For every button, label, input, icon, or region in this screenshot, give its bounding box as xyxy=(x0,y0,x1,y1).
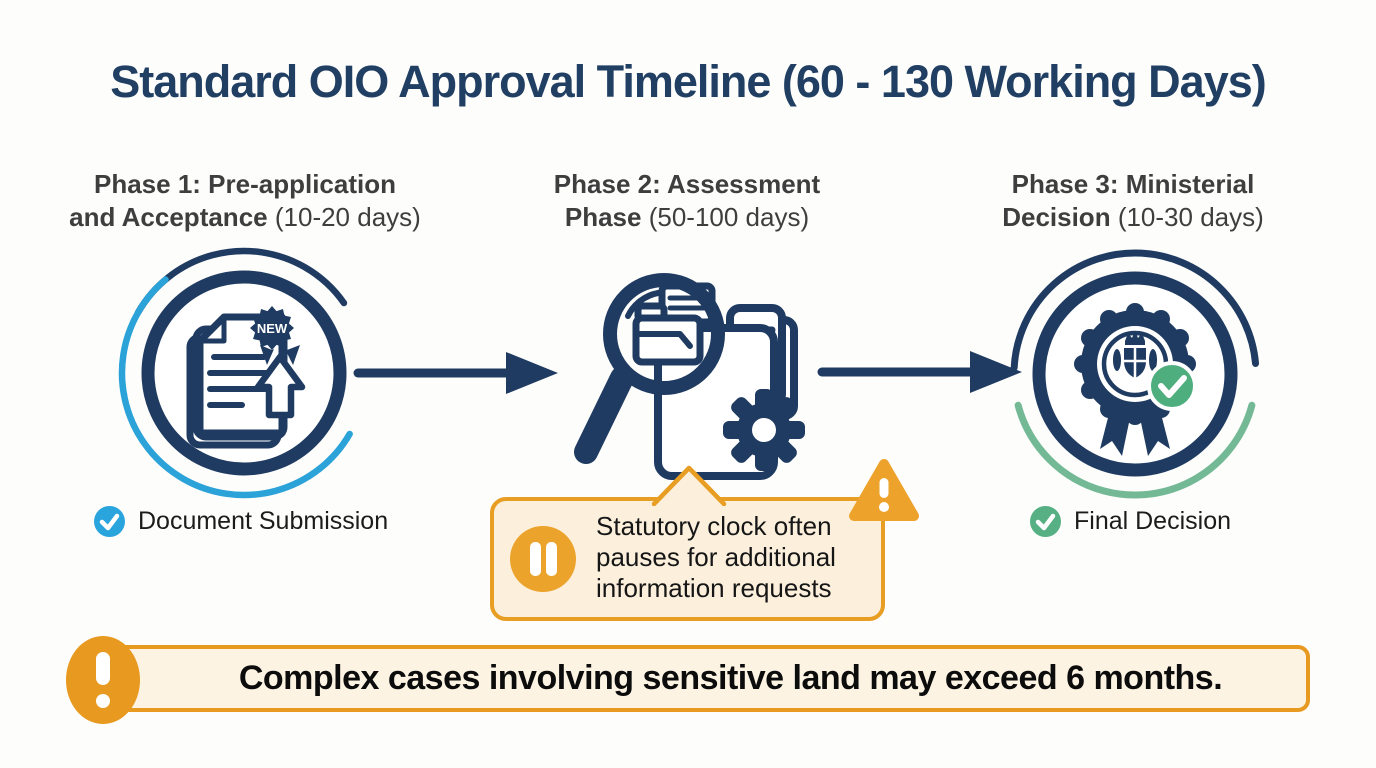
warning-triangle-icon xyxy=(846,456,922,526)
coat-of-arms xyxy=(1113,331,1157,378)
new-badge: NEW xyxy=(250,306,300,365)
phase-2-heading-line2: Phase (50-100 days) xyxy=(564,202,810,232)
document-submission-label: Document Submission xyxy=(94,505,388,537)
phase-1-heading-line1: Phase 1: Pre-application xyxy=(94,169,396,199)
complex-cases-banner: Complex cases involving sensitive land m… xyxy=(96,645,1310,712)
phase-1-badge: NEW xyxy=(114,243,374,503)
alert-exclamation-icon xyxy=(66,636,140,724)
callout-pointer xyxy=(644,460,734,507)
phase-2-heading-line1: Phase 2: Assessment xyxy=(553,169,821,199)
phase-3-badge xyxy=(1005,244,1265,504)
phase-1-duration: (10-20 days) xyxy=(274,202,421,232)
callout-text: Statutory clock often pauses for additio… xyxy=(596,511,836,603)
green-check-icon xyxy=(1030,505,1061,537)
outer-arc-cyan xyxy=(118,247,370,499)
seal-icon xyxy=(1010,249,1260,499)
arrow-1-icon xyxy=(350,348,562,398)
phase-1-heading: Phase 1: Pre-application and Acceptance … xyxy=(45,168,445,234)
gear-icon xyxy=(723,389,805,471)
phase-3-duration: (10-30 days) xyxy=(1117,202,1264,232)
outer-arc-navy xyxy=(1010,249,1260,499)
ribbon-tails xyxy=(1100,406,1170,456)
blue-check-icon xyxy=(94,505,125,537)
phase-3-heading: Phase 3: Ministerial Decision (10-30 day… xyxy=(933,168,1333,234)
phase-2-icon-cluster xyxy=(556,264,812,486)
magnifier-icon xyxy=(574,273,725,464)
upload-document-icon xyxy=(186,313,306,449)
pause-icon xyxy=(510,526,576,592)
phase-1-heading-line2: and Acceptance (10-20 days) xyxy=(69,202,421,232)
arrow-2-icon xyxy=(814,347,1026,397)
phase-2-heading: Phase 2: Assessment Phase (50-100 days) xyxy=(487,168,887,234)
folder-icon xyxy=(632,282,716,366)
approved-check-icon xyxy=(1147,361,1197,411)
phase-3-heading-line2: Decision (10-30 days) xyxy=(1002,202,1264,232)
page-title: Standard OIO Approval Timeline (60 - 130… xyxy=(110,56,1267,107)
phase-2-duration: (50-100 days) xyxy=(648,202,810,232)
new-badge-text: NEW xyxy=(257,321,288,336)
final-decision-label: Final Decision xyxy=(1030,505,1231,537)
outer-arc-green xyxy=(1010,249,1260,499)
phase-3-heading-line1: Phase 3: Ministerial xyxy=(1011,169,1255,199)
document-submission-icon: NEW xyxy=(118,247,370,499)
